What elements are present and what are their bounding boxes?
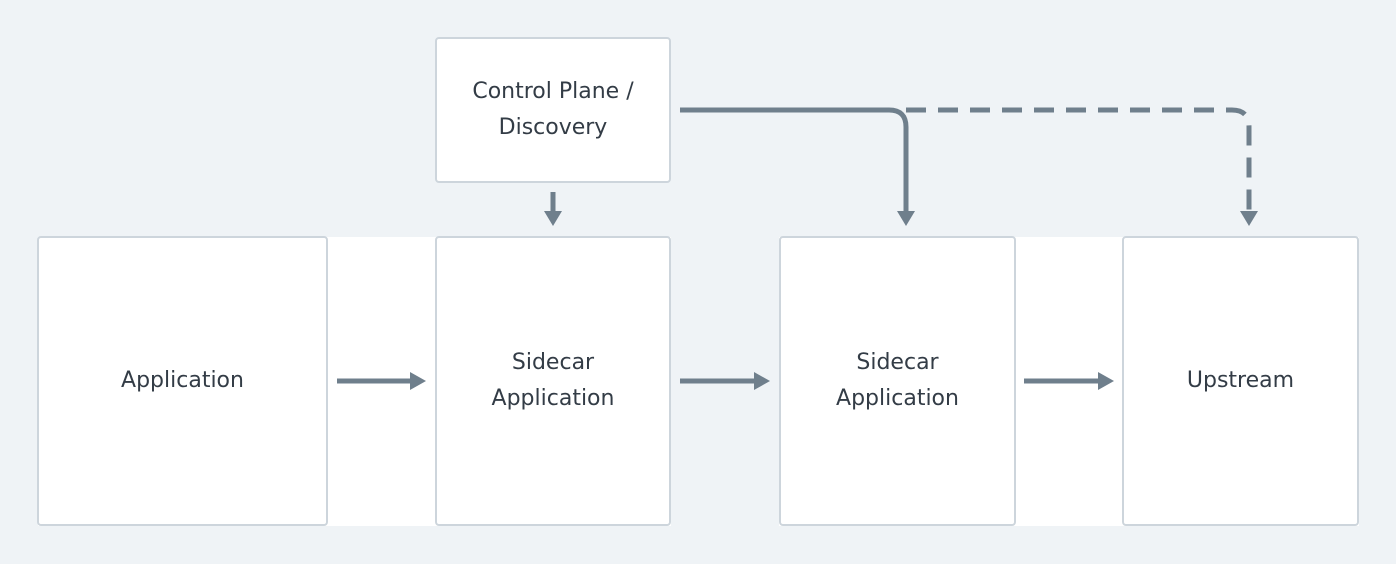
sidecar-box-1: Sidecar Application	[435, 236, 671, 526]
sidecar-box-2: Sidecar Application	[779, 236, 1016, 526]
arrow-control-to-upstream	[906, 107, 1252, 212]
upstream-box: Upstream	[1122, 236, 1359, 526]
sidecar-label-2: Sidecar Application	[836, 350, 959, 411]
sidecar-label-1: Sidecar Application	[491, 350, 615, 411]
arrowhead-control-to-sidecar-2	[897, 211, 915, 226]
control-plane-box: Control Plane / Discovery	[435, 37, 671, 183]
arrowhead-control-to-sidecar-1	[544, 211, 562, 226]
arrowhead-control-to-upstream	[1240, 211, 1258, 226]
upstream-label: Upstream	[1186, 368, 1295, 393]
application-label: Application	[121, 368, 244, 393]
arrow-control-to-sidecar-2	[680, 107, 909, 212]
application-box: Application	[37, 236, 328, 526]
arrowhead-sidecar-to-sidecar	[754, 372, 770, 390]
control-plane-label: Control Plane / Discovery	[472, 79, 634, 140]
